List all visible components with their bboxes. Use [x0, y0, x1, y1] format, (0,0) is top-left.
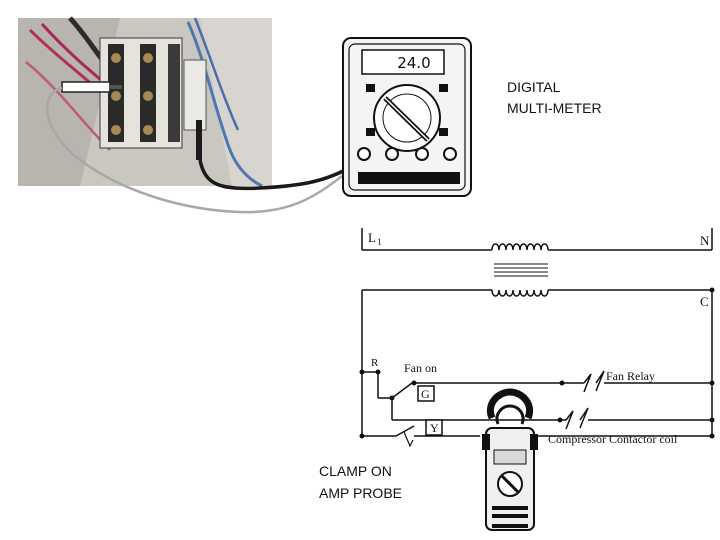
schematic — [359, 228, 715, 448]
clamp-label-line2: AMP PROBE — [319, 485, 402, 501]
multimeter-label-line2: MULTI-METER — [507, 100, 602, 116]
label-fan-relay: Fan Relay — [606, 369, 655, 383]
terminal-y-box — [425, 419, 443, 436]
multimeter: 24.0 — [342, 37, 472, 197]
y-switch — [395, 425, 415, 437]
terminal-g-box — [417, 385, 435, 402]
jack-2 — [385, 147, 399, 161]
jack-4 — [443, 147, 457, 161]
jack-3 — [415, 147, 429, 161]
jack-1 — [357, 147, 371, 161]
meter-display: 24.0 — [397, 54, 430, 72]
schematic-labels: L 1 N C R Fan on G Y Fan Relay Compresso… — [368, 230, 710, 446]
compressor-coil — [565, 407, 589, 430]
label-g: G — [421, 387, 430, 401]
label-n: N — [700, 233, 710, 248]
black-test-lead — [198, 158, 363, 191]
transformer-secondary — [491, 289, 549, 297]
label-compressor-coil: Compressor Contactor coil — [548, 432, 678, 446]
clamp-label-line1: CLAMP ON — [319, 463, 392, 479]
transformer-primary — [491, 243, 549, 251]
label-l1-sub: 1 — [377, 237, 382, 247]
fan-switch — [391, 382, 413, 399]
label-c: C — [700, 294, 709, 309]
label-y: Y — [430, 421, 439, 435]
fan-relay-coil — [583, 370, 605, 393]
contactor-photo — [18, 16, 272, 188]
gray-test-lead — [46, 86, 356, 214]
clamp-amp-probe — [482, 388, 538, 531]
label-l1: L — [368, 230, 376, 245]
label-fan-on: Fan on — [404, 361, 437, 375]
label-r: R — [371, 357, 379, 369]
multimeter-label-line1: DIGITAL — [507, 79, 561, 95]
